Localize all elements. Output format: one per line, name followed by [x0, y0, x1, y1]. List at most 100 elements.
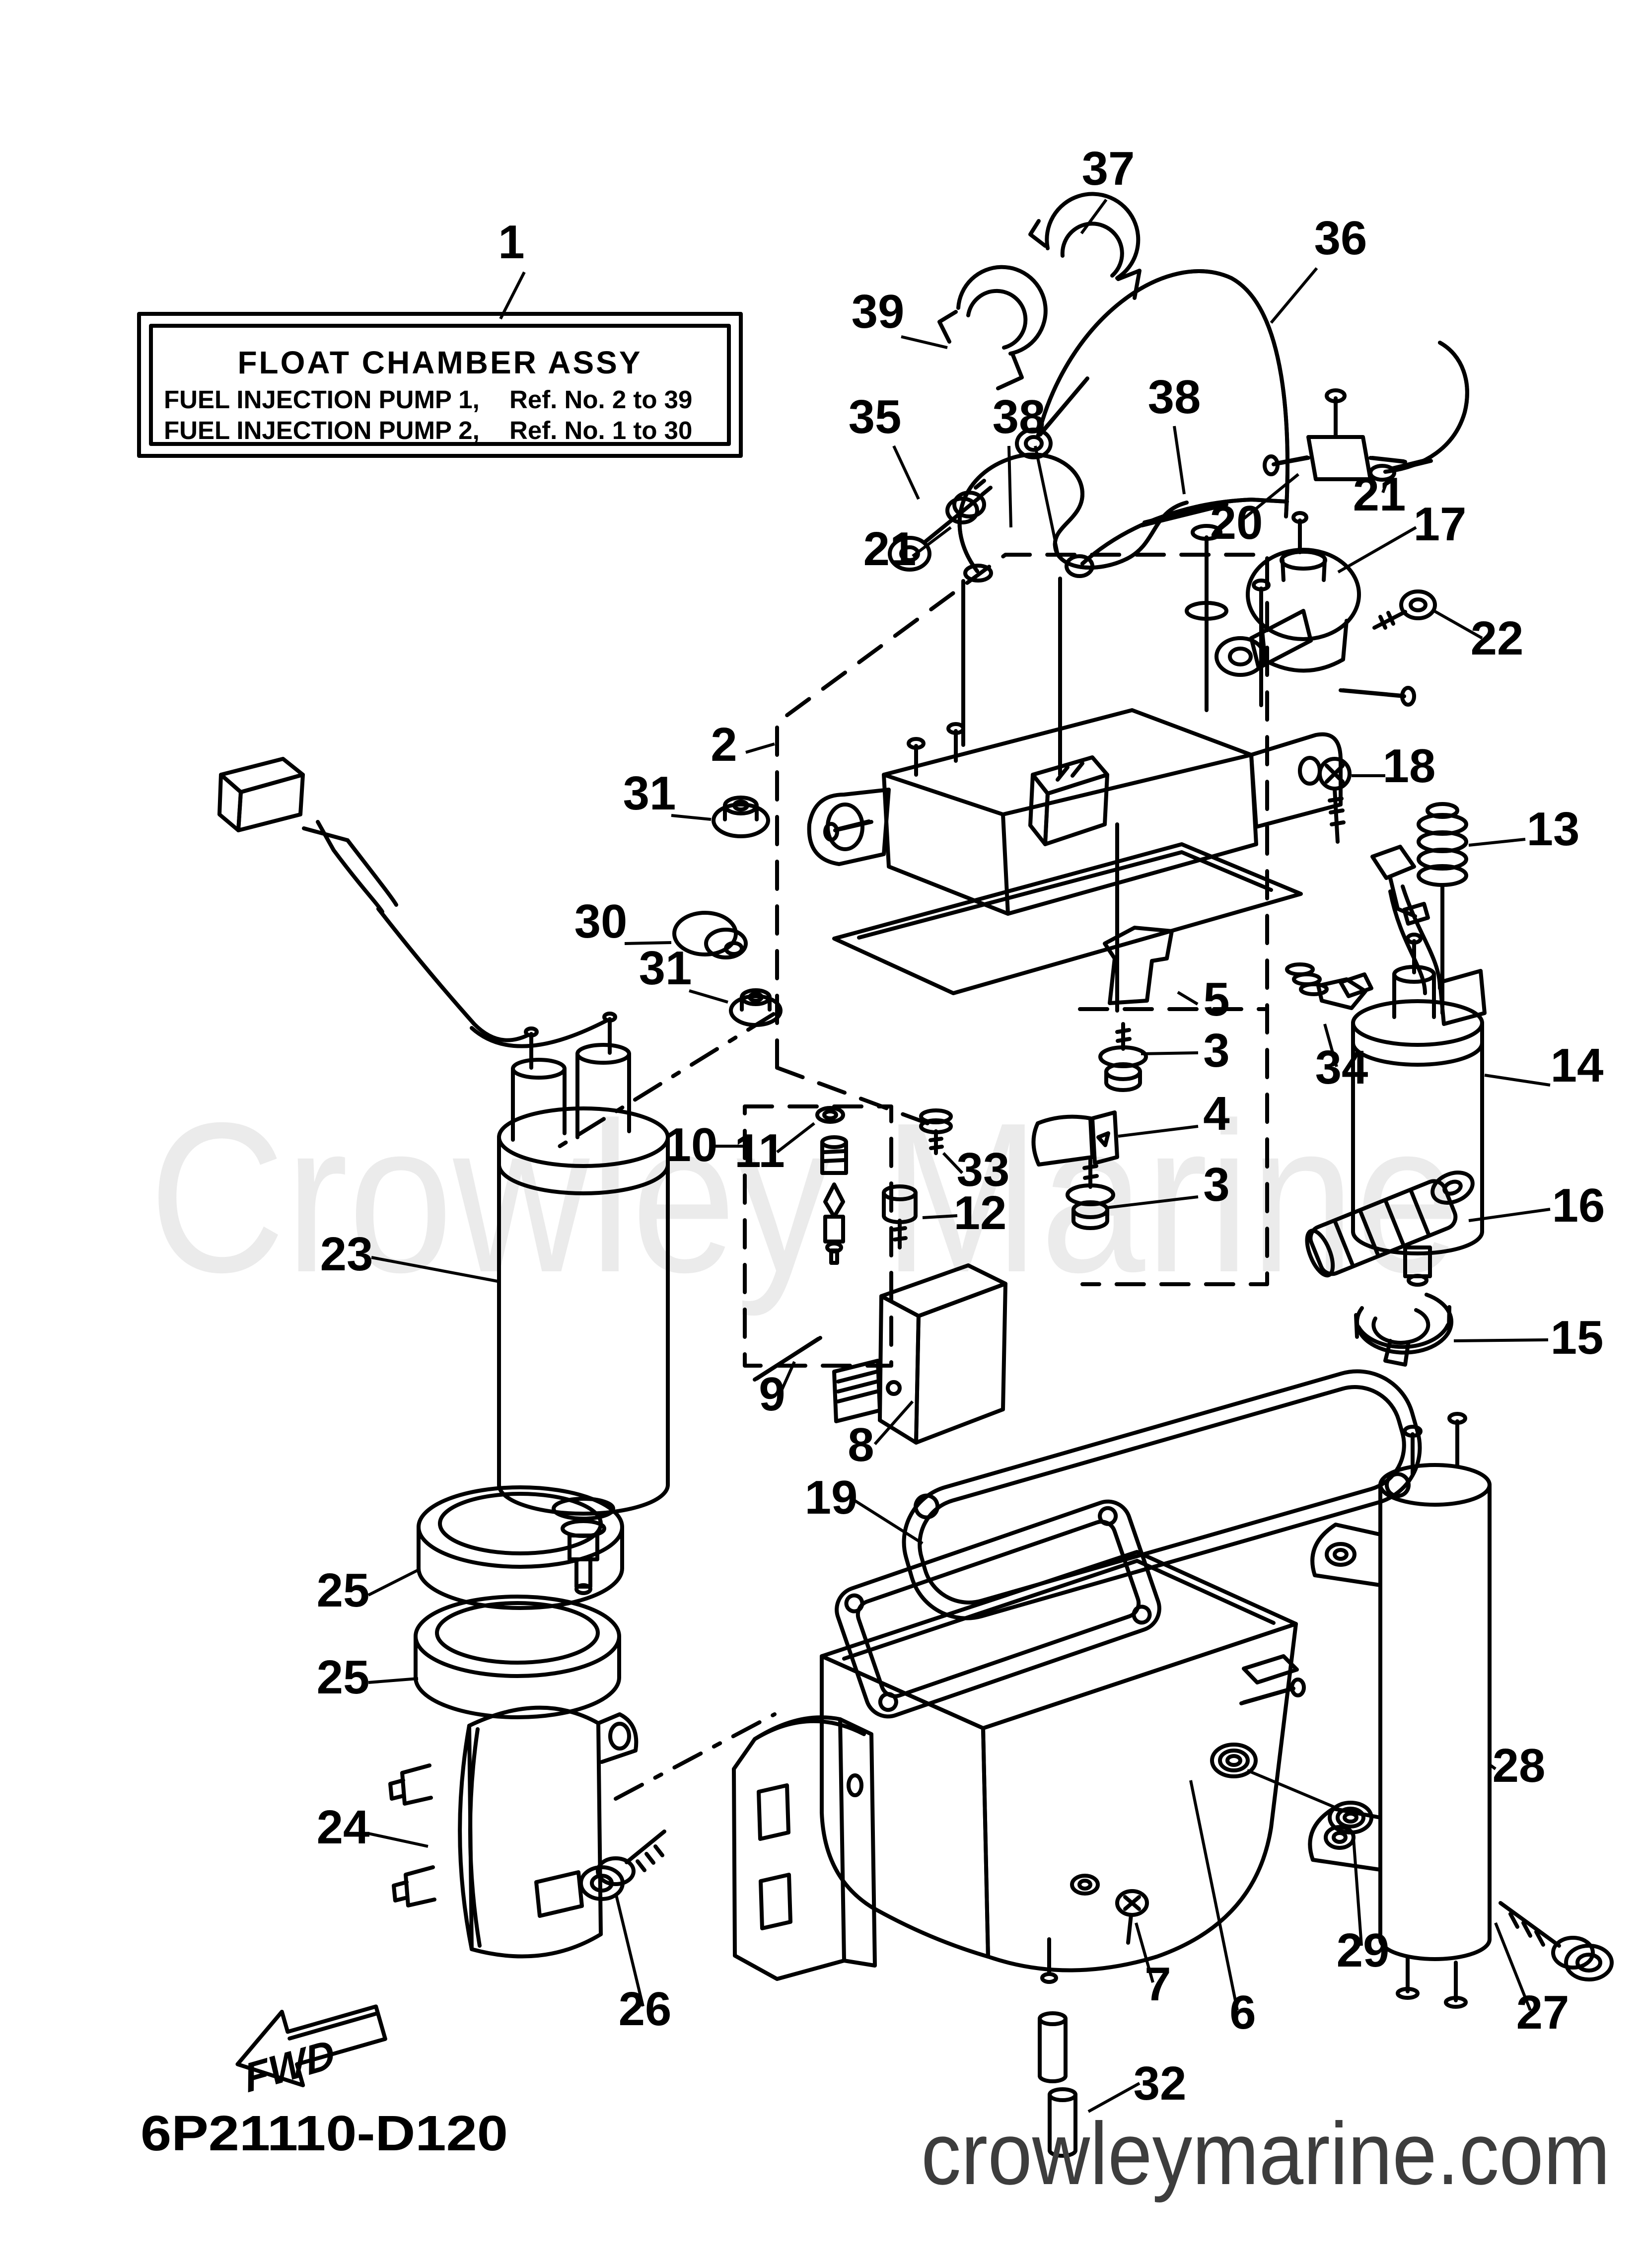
callout-23: 23 [320, 1228, 373, 1281]
leader-lines [367, 199, 1551, 2113]
callout-28: 28 [1493, 1739, 1546, 1792]
grommet-31-upper [712, 796, 770, 838]
callout-30: 30 [574, 895, 628, 948]
hose-36 [1015, 269, 1289, 518]
callout-38-upper: 38 [1148, 370, 1201, 424]
callout-15: 15 [1551, 1311, 1604, 1364]
website-watermark: crowleymarine.com [921, 2104, 1610, 2203]
bolt-26 [579, 1829, 666, 1901]
callout-26: 26 [619, 1982, 672, 2036]
callout-20: 20 [1210, 496, 1263, 549]
callout-22: 22 [1471, 612, 1524, 665]
tube-32-a [1038, 2011, 1068, 2083]
callout-8: 8 [848, 1418, 874, 1471]
info-box-title: FLOAT CHAMBER ASSY [237, 345, 642, 380]
tee-fitting-20 [1263, 388, 1407, 481]
info-box-row2-ref: Ref. No. 1 to 30 [509, 416, 692, 444]
callout-34: 34 [1315, 1041, 1368, 1094]
callout-4: 4 [1203, 1087, 1229, 1140]
callout-19: 19 [805, 1471, 858, 1524]
pump-wires-14 [1388, 884, 1442, 995]
exploded-diagram [137, 192, 1614, 2158]
callout-16: 16 [1552, 1179, 1605, 1232]
tube-32-b [1048, 2087, 1077, 2158]
hose-38-upper [1065, 498, 1289, 578]
callout-35: 35 [849, 390, 902, 443]
needle-valve-boundary [743, 1104, 893, 1368]
fuel-pump-23 [217, 757, 670, 1595]
screw-7 [1070, 1874, 1149, 1945]
bolt-35 [888, 479, 993, 572]
info-box-row1-ref: Ref. No. 2 to 39 [509, 385, 692, 414]
clip-37 [1028, 192, 1142, 300]
callout-5: 5 [1203, 973, 1229, 1026]
callout-25-lower: 25 [317, 1651, 370, 1704]
bolt-27 [1499, 1901, 1614, 1981]
bracket-saddle [732, 1715, 877, 1981]
screw-3-lower [1066, 1158, 1115, 1230]
callout-10: 10 [665, 1118, 718, 1171]
callout-11: 11 [734, 1124, 785, 1177]
fwd-arrow [235, 2004, 387, 2088]
ring-25-upper [417, 1485, 624, 1610]
callout-18: 18 [1383, 739, 1436, 793]
info-box-row1-name: FUEL INJECTION PUMP 1, [164, 385, 480, 414]
hose-38-lower [957, 452, 1189, 583]
needle-valve-10 [815, 1106, 848, 1265]
info-box [137, 312, 743, 458]
callout-14: 14 [1551, 1039, 1604, 1092]
info-box-row2-name: FUEL INJECTION PUMP 2, [164, 416, 480, 444]
ring-25-lower [414, 1595, 621, 1719]
float-arm-5 [1103, 822, 1174, 1013]
callout-24: 24 [317, 1801, 370, 1854]
labels: FLOAT CHAMBER ASSY FUEL INJECTION PUMP 1… [141, 142, 1610, 2203]
callout-39: 39 [852, 285, 905, 338]
centerline [548, 1012, 776, 1154]
damper-28 [1308, 1412, 1492, 2009]
plate-4 [1031, 1110, 1119, 1167]
callout-29: 29 [1337, 1924, 1390, 1977]
callout-17: 17 [1414, 498, 1467, 551]
fitting-34 [1285, 962, 1373, 1010]
spade-connector-13 [1370, 845, 1430, 926]
callout-7: 7 [1144, 1958, 1171, 2011]
screw-22 [1372, 589, 1437, 630]
callout-3-upper: 3 [1203, 1024, 1229, 1077]
callout-6: 6 [1229, 1986, 1256, 2039]
filter-8 [832, 1263, 1007, 1445]
callout-25-upper: 25 [317, 1564, 370, 1617]
callout-2: 2 [711, 718, 737, 771]
clip-39 [937, 265, 1048, 390]
drawing-code: 6P21110-D120 [141, 2106, 508, 2161]
pressure-regulator-17 [1214, 511, 1416, 707]
chamber-cup-6 [820, 1550, 1306, 1984]
callout-27: 27 [1516, 1986, 1570, 2039]
fuel-pump-14 [1351, 933, 1487, 1287]
hose-21-right [1368, 341, 1469, 482]
callout-3-lower: 3 [1203, 1158, 1229, 1211]
centerline [614, 1712, 777, 1801]
screw-18 [1318, 757, 1352, 844]
watermark: Crowley Marine [149, 1079, 1460, 1318]
callout-36: 36 [1314, 212, 1367, 265]
callout-31-upper: 31 [623, 767, 676, 820]
screw-12 [882, 1184, 918, 1249]
callout-33: 33 [957, 1143, 1010, 1196]
clamp-24 [388, 1705, 639, 1959]
callout-13: 13 [1527, 803, 1580, 856]
gasket-19 [902, 1369, 1422, 1620]
collar-15 [1354, 1293, 1454, 1367]
callout-12: 12 [954, 1186, 1007, 1240]
callout-1: 1 [498, 216, 524, 269]
pin-9 [753, 1336, 822, 1382]
callout-32: 32 [1134, 2057, 1187, 2110]
grommet-29-a [1210, 1743, 1258, 1778]
callout-9: 9 [759, 1368, 785, 1421]
callout-21-left: 21 [863, 522, 917, 576]
callout-31-lower: 31 [639, 942, 692, 995]
bolt-33 [919, 1108, 953, 1155]
callout-21-right: 21 [1353, 468, 1406, 521]
strainer-16 [1305, 1171, 1475, 1278]
grommet-31-lower [729, 988, 783, 1027]
float-chamber-upper-body [807, 524, 1343, 995]
